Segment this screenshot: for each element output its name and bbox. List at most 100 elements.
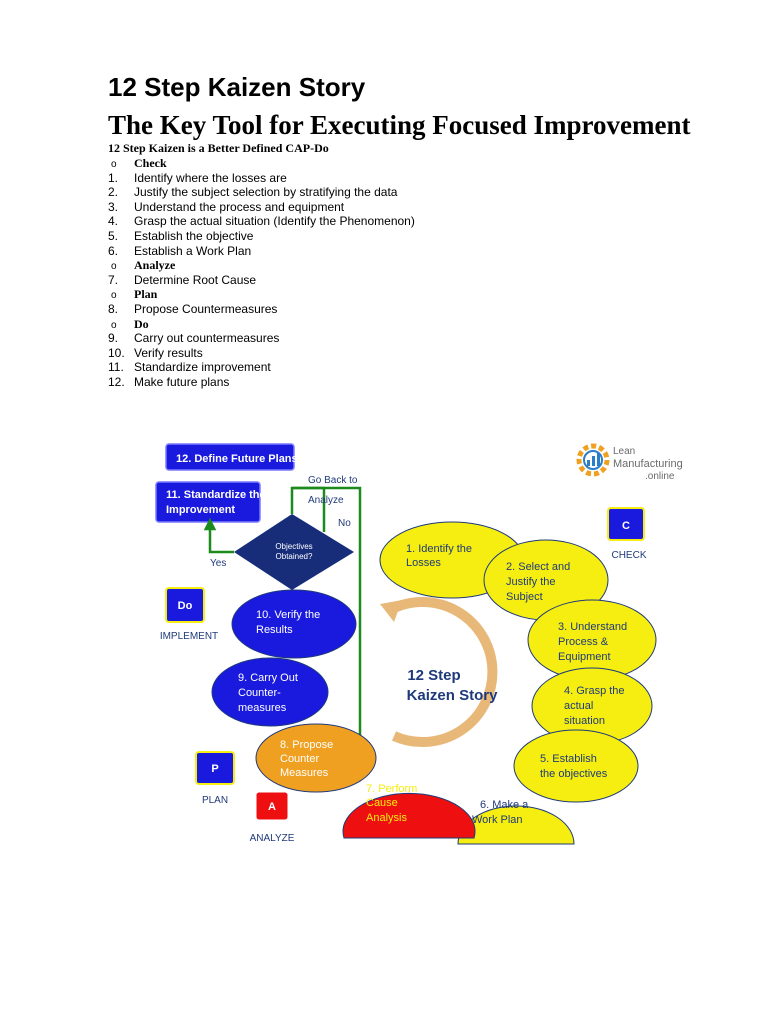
logo-line1: Lean [613,446,635,457]
do-phase-box [165,587,205,623]
list-marker: o [111,159,117,170]
list-item-text: Establish a Work Plan [134,243,252,258]
flow-arrows [203,486,367,783]
step-6-line2: Work Plan [472,814,523,826]
step-6-line1: 6. Make a [480,799,529,811]
step-1-line1: 1. Identify the [406,543,472,555]
step-7-line1: 7. Perform [366,783,417,795]
list-item-text: Do [134,316,149,331]
step-3-line2: Process & [558,636,609,648]
list-item: 2. Justify the subject selection by strat… [108,185,415,200]
do-phase-label: IMPLEMENT [160,631,218,642]
analyze-phase-label: ANALYZE [250,833,295,844]
list-marker: o [111,261,117,273]
step-5-line1: 5. Establish [540,753,597,765]
no-label: No [338,518,351,529]
list-marker: 4. [108,214,119,229]
list-item: 9. Carry out countermeasures [108,331,415,346]
list-item-text: Establish the objective [134,228,254,243]
page-title: 12 Step Kaizen Story [108,72,366,102]
list-marker: 9. [108,331,119,346]
page-subtitle: The Key Tool for Executing Focused Impro… [108,110,691,140]
step-4-line1: 4. Grasp the [564,685,625,697]
plan-phase-letter: P [211,763,218,775]
check-phase-letter: C [622,520,630,532]
step-3-line3: Equipment [558,651,611,663]
kaizen-diagram: Lean Manufacturing .online 12 Step Kaize… [148,432,708,852]
step-7-line2: Cause [366,797,398,809]
analyze-phase-box [255,791,289,821]
list-item: 4.Grasp the actual situation (Identify t… [108,214,415,229]
list-item: 12. Make future plans [108,375,415,390]
step-12-box [165,443,295,471]
list-marker: 1. [108,170,119,185]
step-5-ellipse [513,729,639,803]
step-2-line3: Subject [506,591,543,603]
list-item-text: Plan [134,287,158,302]
list-item-text: Verify results [134,345,203,360]
step-11-box [155,481,261,523]
step-9-ellipse [211,657,329,727]
step-8-line1: 8. Propose [280,739,333,751]
list-section-heading: o Analyze [108,258,415,273]
check-phase-label: CHECK [611,550,646,561]
list-marker: 8. [108,301,119,316]
list-item: 7. Determine Root Cause [108,273,415,288]
center-title-line2: Kaizen Story [407,687,499,704]
step-11-label-2: Improvement [166,504,235,516]
list-section-heading: o Check [108,156,415,171]
step-9-line2: Counter- [238,687,281,699]
intro-text: 12 Step Kaizen is a Better Defined CAP-D… [108,141,329,155]
step-8-line3: Measures [280,767,329,779]
list-item-text: Propose Countermeasures [134,301,278,316]
step-8-ellipse [255,723,377,793]
decision-line1: Objectives [275,542,312,551]
list-item-text: Determine Root Cause [134,272,257,287]
list-item-text: Analyze [134,258,176,273]
list-marker: 6. [108,243,119,258]
step-10-ellipse [231,589,357,659]
list-marker: 11. [108,360,124,375]
list-item-text: Check [134,156,167,170]
gear-icon [576,443,610,477]
step-7-ellipse [342,792,476,839]
go-back-line1: Go Back to [308,475,358,486]
step-9-line1: 9. Carry Out [238,672,298,684]
list-marker: 12. [108,374,125,389]
list-item: 10. Verify results [108,346,415,361]
list-item: 3.Understand the process and equipment [108,200,415,215]
step-11-label-1: 11. Standardize the [166,489,266,501]
step-2-line2: Justify the [506,576,556,588]
list-item: 8. Propose Countermeasures [108,302,415,317]
center-title-line1: 12 Step [407,667,460,684]
decision-diamond [234,514,354,590]
list-item: 6. Establish a Work Plan [108,244,415,259]
decision-line2: Obtained? [276,552,313,561]
step-10-line1: 10. Verify the [256,609,320,621]
list-marker: 2. [108,185,119,200]
list-marker: 5. [108,228,119,243]
list-item: 1. Identify where the losses are [108,171,415,186]
list-item-text: Carry out countermeasures [134,331,280,346]
list-item-text: Justify the subject selection by stratif… [134,185,398,200]
step-9-line3: measures [238,702,287,714]
go-back-line2: Analyze [308,495,344,506]
step-5-line2: the objectives [540,768,608,780]
logo-line2: Manufacturing [613,458,683,470]
cycle-arrow: 12 Step Kaizen Story [380,597,499,748]
step-4-line3: situation [564,715,605,727]
step-7-line3: Analysis [366,812,407,824]
list-section-heading: o Do [108,317,415,332]
list-marker: o [111,319,117,331]
list-item-text: Identify where the losses are [134,170,287,185]
list-marker: 10. [108,345,125,360]
step-12-label: 12. Define Future Plans [176,453,298,465]
step-3-line1: 3. Understand [558,621,627,633]
step-1-line2: Losses [406,557,441,569]
step-list: o Check 1. Identify where the losses are 2. J… [108,156,415,390]
list-item-text: Standardize improvement [134,360,271,375]
list-item-text: Make future plans [134,374,230,389]
list-marker: 7. [108,272,119,287]
step-10-line2: Results [256,624,293,636]
